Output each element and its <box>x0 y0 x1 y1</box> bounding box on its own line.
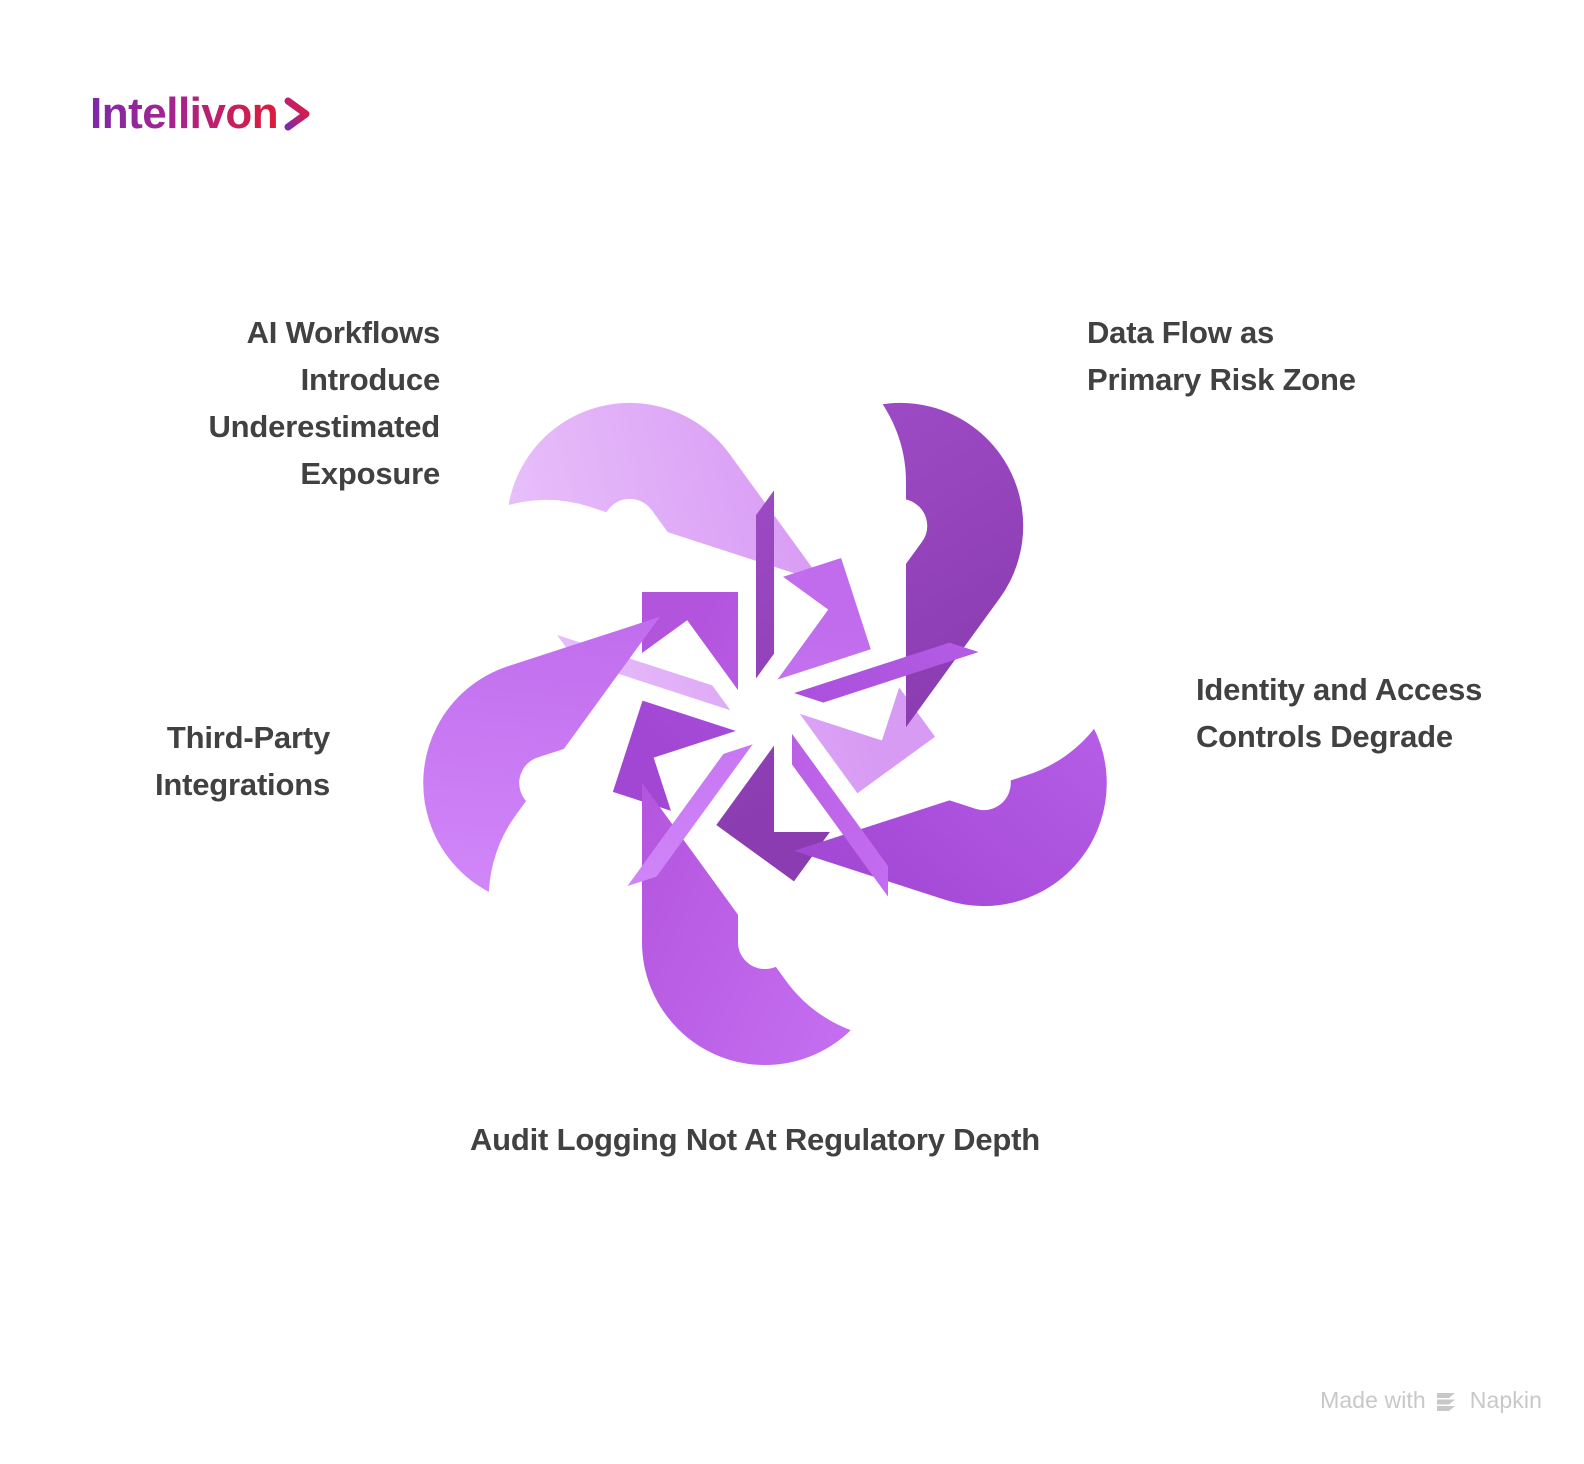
node-label-identity-access: Identity and Access Controls Degrade <box>1196 672 1483 755</box>
watermark-product-name: Napkin <box>1469 1387 1542 1413</box>
chevron-right-icon <box>284 97 310 131</box>
brand-logo: Intellivon <box>90 92 312 136</box>
brand-wordmark: Intellivon <box>90 89 279 138</box>
napkin-logo-icon <box>1436 1392 1455 1411</box>
node-label-third-party: Third-Party Integrations <box>154 720 330 803</box>
interlocking-knot-diagram <box>370 312 1160 1092</box>
watermark-made-with-text: Made with <box>1320 1387 1426 1413</box>
node-label-data-flow: Data Flow as Primary Risk Zone <box>1087 315 1356 398</box>
node-label-audit-logging: Audit Logging Not At Regulatory Depth <box>469 1122 1041 1157</box>
napkin-watermark: Made with Napkin <box>1320 1387 1542 1414</box>
node-label-ai-workflows: AI Workflows Introduce Underestimated Ex… <box>208 315 441 492</box>
